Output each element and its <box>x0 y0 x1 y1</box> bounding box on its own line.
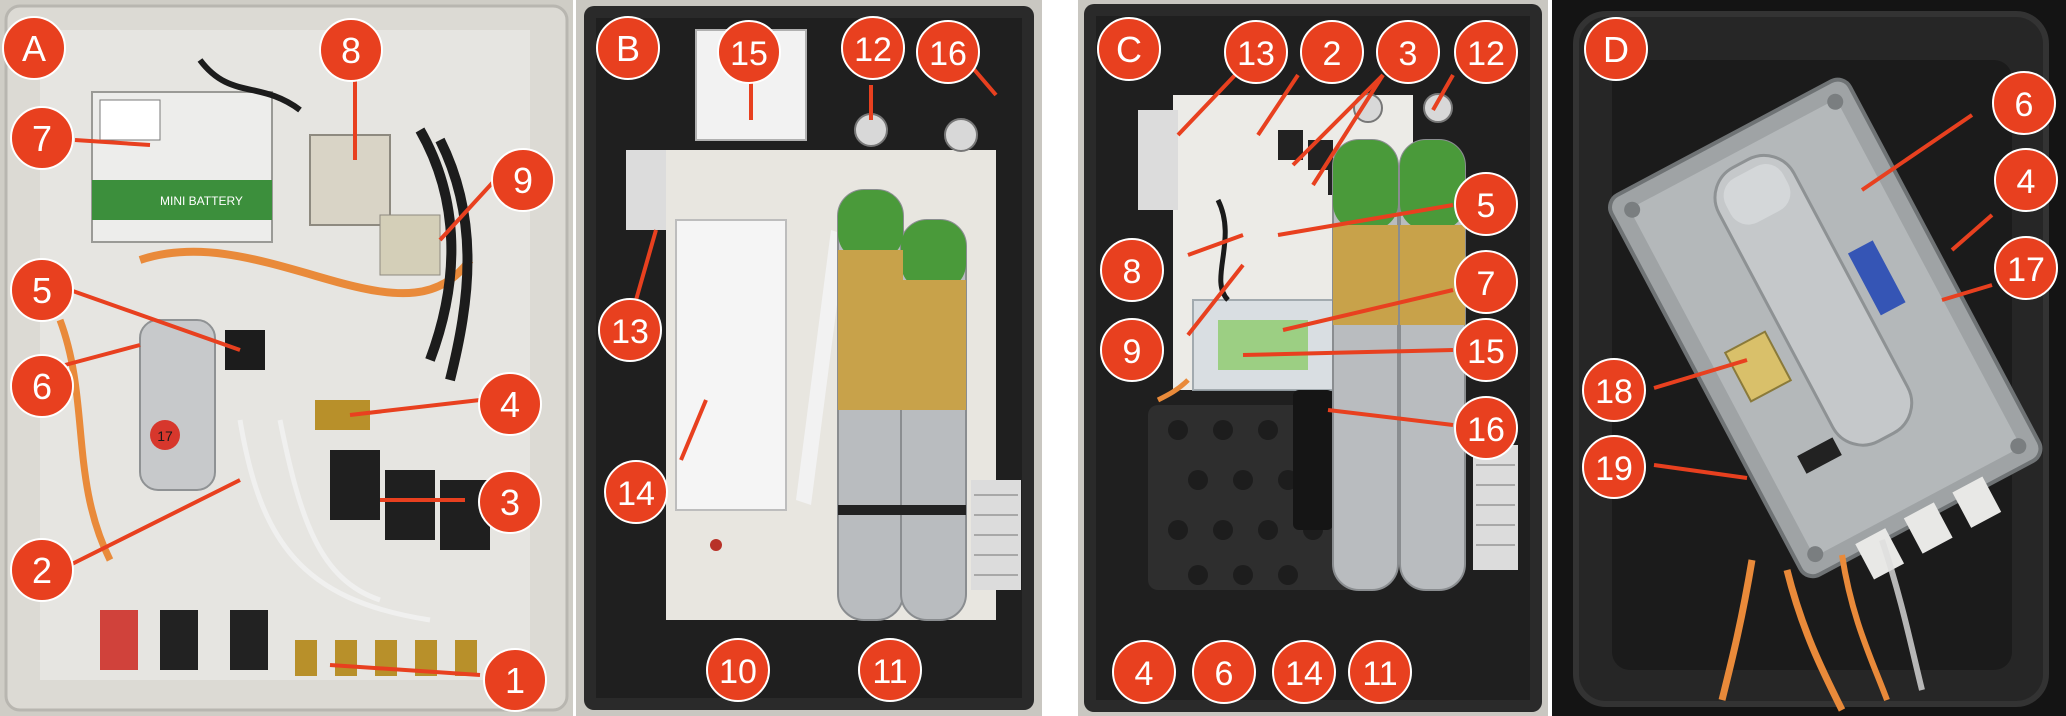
svg-text:B: B <box>616 28 640 69</box>
callout-c-3: 3 <box>1376 20 1440 84</box>
callout-a-6: 6 <box>10 354 74 418</box>
callout-arrows-a <box>64 80 497 677</box>
callout-a-7: 7 <box>10 106 74 170</box>
callout-b-13: 13 <box>598 298 662 362</box>
callout-c-4: 4 <box>1112 640 1176 704</box>
photo-panel-b: B 10 11 12 13 14 15 16 <box>576 0 1042 716</box>
callout-c-14: 14 <box>1272 640 1336 704</box>
svg-text:7: 7 <box>32 118 52 159</box>
svg-text:7: 7 <box>1477 265 1496 303</box>
callout-b-15: 15 <box>717 20 781 84</box>
callout-c-11: 11 <box>1348 640 1412 704</box>
callout-d-17: 17 <box>1994 236 2058 300</box>
callout-a-9: 9 <box>491 148 555 212</box>
svg-text:15: 15 <box>1467 333 1505 371</box>
svg-text:12: 12 <box>854 31 892 69</box>
svg-text:6: 6 <box>32 366 52 407</box>
cylinder-mark-text: 17 <box>157 428 173 444</box>
callout-c-16: 16 <box>1454 396 1518 460</box>
photo-panel-d: D 4 6 17 18 19 <box>1552 0 2066 716</box>
callout-c-13: 13 <box>1224 20 1288 84</box>
svg-text:6: 6 <box>1215 655 1234 693</box>
callout-c-6: 6 <box>1192 640 1256 704</box>
callout-d-18: 18 <box>1582 358 1646 422</box>
svg-text:15: 15 <box>730 35 768 73</box>
callout-arrows-c <box>1176 70 1455 427</box>
svg-text:1: 1 <box>505 660 525 701</box>
svg-text:3: 3 <box>500 482 520 523</box>
callout-b-12: 12 <box>841 16 905 80</box>
callout-a-2: 2 <box>10 538 74 602</box>
svg-text:11: 11 <box>872 653 907 691</box>
callout-c-2: 2 <box>1300 20 1364 84</box>
callout-a-1: 1 <box>483 648 547 712</box>
callout-b-11: 11 <box>858 638 922 702</box>
callout-arrows-d <box>1653 113 1994 480</box>
svg-text:4: 4 <box>500 384 520 425</box>
callout-d-6: 6 <box>1992 71 2056 135</box>
callout-a-4: 4 <box>478 372 542 436</box>
svg-text:D: D <box>1603 29 1629 70</box>
svg-text:10: 10 <box>719 653 757 691</box>
svg-text:4: 4 <box>2017 163 2036 201</box>
svg-text:5: 5 <box>32 270 52 311</box>
svg-text:C: C <box>1116 29 1142 70</box>
svg-text:11: 11 <box>1362 655 1397 693</box>
sensor-cylinder <box>139 319 216 491</box>
svg-text:14: 14 <box>617 475 655 513</box>
panel-letter-d: D <box>1584 17 1648 81</box>
svg-text:16: 16 <box>929 35 967 73</box>
callout-c-12: 12 <box>1454 20 1518 84</box>
svg-text:2: 2 <box>1323 35 1342 73</box>
panel-d-photo: D 4 6 17 18 19 <box>1552 0 2066 716</box>
svg-text:5: 5 <box>1477 187 1496 225</box>
svg-text:4: 4 <box>1135 655 1154 693</box>
svg-text:6: 6 <box>2015 86 2034 124</box>
svg-text:9: 9 <box>513 160 533 201</box>
callout-d-19: 19 <box>1582 435 1646 499</box>
mini-battery-text: MINI BATTERY <box>160 194 243 208</box>
panel-a-photo: MINI BATTERY 17 <box>0 0 573 716</box>
photo-panel-c: C 2 3 4 5 6 7 8 9 11 12 13 14 15 16 <box>1078 0 1548 716</box>
panel-b-photo: B 10 11 12 13 14 15 16 <box>576 0 1042 716</box>
panel-c-photo: C 2 3 4 5 6 7 8 9 11 12 13 14 15 16 <box>1078 0 1548 716</box>
callout-a-8: 8 <box>319 18 383 82</box>
svg-text:8: 8 <box>341 30 361 71</box>
callout-c-5: 5 <box>1454 172 1518 236</box>
callout-b-16: 16 <box>916 20 980 84</box>
svg-text:14: 14 <box>1285 655 1323 693</box>
callout-b-14: 14 <box>604 460 668 524</box>
callout-c-9: 9 <box>1100 318 1164 382</box>
callout-c-7: 7 <box>1454 250 1518 314</box>
callout-a-3: 3 <box>478 470 542 534</box>
callout-a-5: 5 <box>10 258 74 322</box>
photo-panel-a: MINI BATTERY 17 <box>0 0 573 716</box>
svg-text:12: 12 <box>1467 35 1505 73</box>
svg-text:17: 17 <box>2007 251 2045 289</box>
panel-letter-a: A <box>2 16 66 80</box>
svg-text:18: 18 <box>1595 373 1633 411</box>
svg-text:19: 19 <box>1595 450 1633 488</box>
device-box-8 <box>309 134 391 226</box>
callout-c-15: 15 <box>1454 318 1518 382</box>
svg-text:9: 9 <box>1123 333 1142 371</box>
svg-text:A: A <box>22 28 46 69</box>
svg-text:13: 13 <box>1237 35 1275 73</box>
svg-text:8: 8 <box>1123 253 1142 291</box>
callout-d-4: 4 <box>1994 148 2058 212</box>
panel-letter-c: C <box>1097 17 1161 81</box>
svg-text:16: 16 <box>1467 411 1505 449</box>
svg-text:2: 2 <box>32 550 52 591</box>
callout-c-8: 8 <box>1100 238 1164 302</box>
svg-text:3: 3 <box>1399 35 1418 73</box>
callout-b-10: 10 <box>706 638 770 702</box>
svg-text:13: 13 <box>611 313 649 351</box>
panel-letter-b: B <box>596 16 660 80</box>
